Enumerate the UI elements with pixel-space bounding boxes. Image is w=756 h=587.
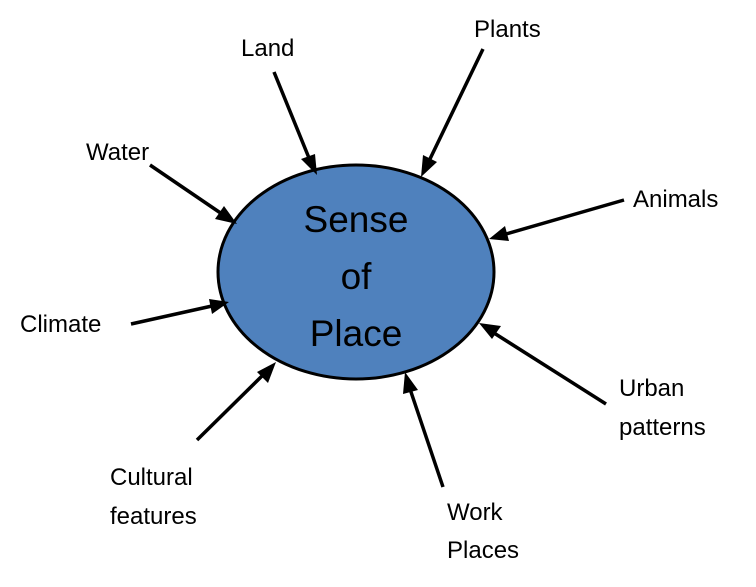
center-title-line-2: of (341, 256, 373, 297)
arrow-water (149, 163, 237, 224)
label-work-places-line-2: Places (447, 537, 519, 564)
label-work-places-line-1: Work (447, 499, 504, 526)
label-cultural-features-line-2: features (110, 503, 197, 530)
label-cultural-features-line-1: Cultural (110, 464, 193, 491)
label-urban-patterns-line-1: Urban (619, 375, 684, 402)
label-climate: Climate (20, 311, 101, 338)
arrow-climate (130, 299, 229, 326)
arrow-cultural-features (195, 362, 276, 442)
arrow-urban-patterns (479, 323, 607, 406)
label-animals: Animals (633, 186, 718, 213)
arrow-plants (421, 48, 485, 177)
label-urban-patterns-line-2: patterns (619, 414, 706, 441)
center-ellipse (216, 163, 496, 381)
arrow-work-places (403, 372, 445, 488)
label-land: Land (241, 35, 294, 62)
label-water: Water (86, 139, 149, 166)
arrow-animals (489, 198, 625, 241)
center-title-line-1: Sense (304, 199, 409, 240)
label-plants: Plants (474, 16, 541, 43)
center-title-line-3: Place (310, 313, 403, 354)
arrow-land (272, 71, 317, 175)
